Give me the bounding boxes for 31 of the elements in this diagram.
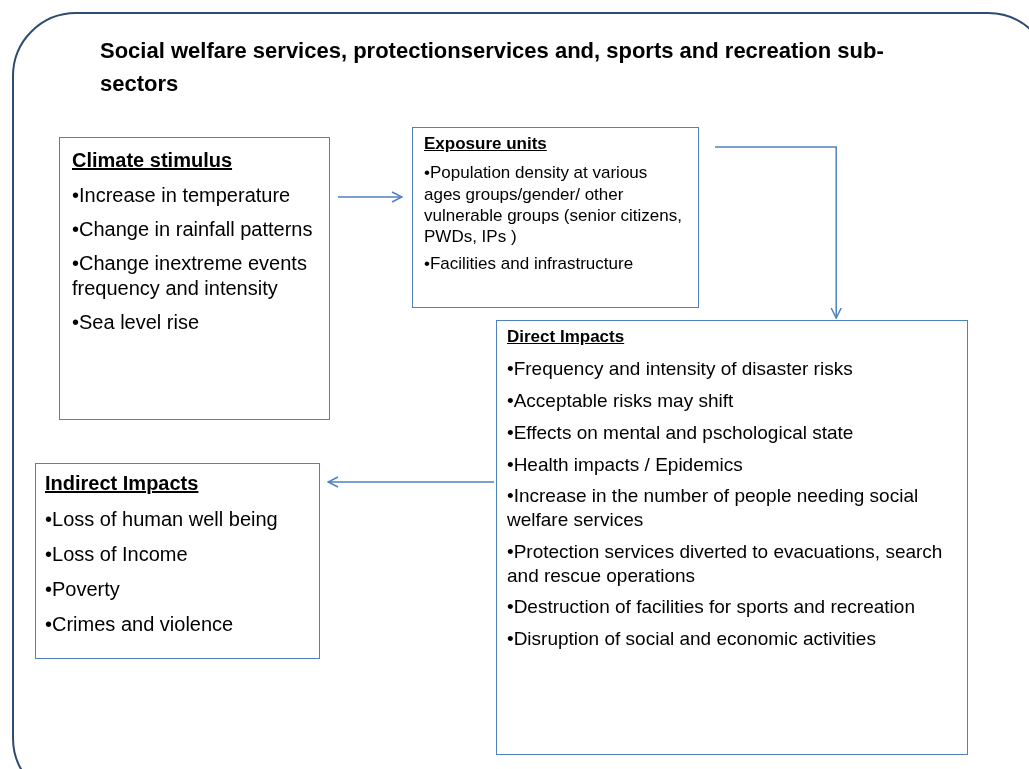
text-box bbox=[35, 463, 320, 659]
bullet-item: •Effects on mental and pschological state bbox=[507, 420, 855, 445]
bullet-item: •Population density at various ages groups/gender/ other vulnerable groups (senior citizens, PWDs, IPs ) bbox=[424, 162, 683, 248]
box-heading: Exposure units bbox=[424, 134, 548, 155]
bullet-item: •Crimes and violence bbox=[45, 612, 235, 637]
box-heading: Direct Impacts bbox=[507, 327, 626, 348]
bullet-item: •Sea level rise bbox=[72, 310, 201, 335]
bullet-item: •Protection services diverted to evacuations, search and rescue operations bbox=[507, 539, 944, 588]
frame-heading: Social welfare services, protectionservices and, sports and recreation sub-sectors bbox=[100, 37, 885, 98]
bullet-item: •Increase in temperature bbox=[72, 183, 292, 208]
bullet-item: •Destruction of facilities for sports and recreation bbox=[507, 595, 916, 620]
bullet-item: •Acceptable risks may shift bbox=[507, 389, 735, 413]
text-box bbox=[59, 137, 330, 420]
bullet-item: •Increase in the number of people needing social welfare services bbox=[507, 484, 920, 532]
bullet-item: •Health impacts / Epidemics bbox=[507, 452, 744, 477]
box-heading: Climate stimulus bbox=[72, 148, 234, 172]
text-box bbox=[496, 320, 968, 755]
arrow bbox=[327, 476, 495, 488]
bullet-item: •Change in rainfall patterns bbox=[72, 217, 314, 242]
bullet-item: •Change inextreme events frequency and intensity bbox=[72, 251, 308, 301]
bullet-item: •Loss of Income bbox=[45, 542, 189, 567]
bullet-item: •Disruption of social and economic activities bbox=[507, 627, 877, 651]
bullet-item: •Facilities and infrastructure bbox=[424, 253, 635, 275]
rounded-frame bbox=[12, 12, 1029, 769]
box-heading: Indirect Impacts bbox=[45, 471, 200, 495]
arrow bbox=[714, 146, 842, 319]
bullet-item: •Poverty bbox=[45, 577, 121, 602]
text-box bbox=[412, 127, 699, 308]
bullet-item: •Loss of human well being bbox=[45, 507, 279, 532]
bullet-item: •Frequency and intensity of disaster risks bbox=[507, 357, 854, 382]
arrow bbox=[337, 191, 403, 203]
